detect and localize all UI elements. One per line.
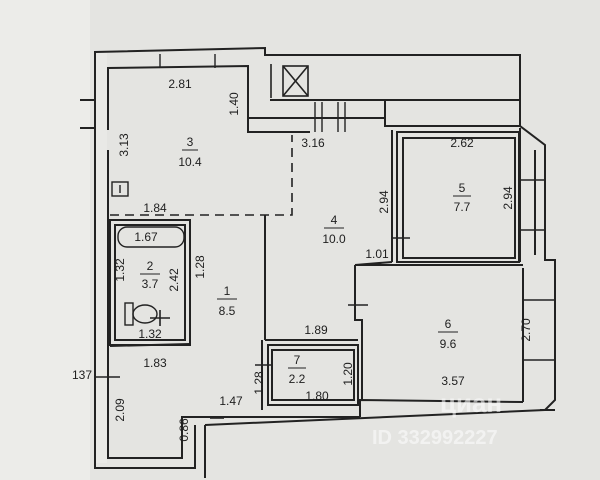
dim-bath-height: 2.42 (167, 268, 181, 292)
room-3-area: 10.4 (178, 155, 202, 169)
dim-side-mark: 137 (72, 368, 92, 382)
dim-closet-height: 1.20 (341, 362, 355, 386)
room-7-number: 7 (294, 353, 301, 367)
room-5-area: 7.7 (454, 200, 471, 214)
room-6-area: 9.6 (440, 337, 457, 351)
dim-room3-bottom: 1.84 (143, 201, 167, 215)
dim-room6-height: 2.70 (519, 318, 533, 342)
dim-bath-left: 1.32 (113, 258, 127, 282)
dim-closet-left: 1.28 (252, 371, 266, 395)
room-6-number: 6 (445, 317, 452, 331)
dim-room4-bottom: 1.89 (304, 323, 328, 337)
room-7-label: 7 2.2 (288, 353, 306, 386)
dim-room5-height: 2.94 (501, 186, 515, 210)
watermark-brand: циан (440, 388, 502, 418)
dim-hall-width: 1.83 (143, 356, 167, 370)
dimension-labels: 2.81 1.40 3.13 1.84 3.16 2.94 2.62 2.94 … (72, 77, 533, 442)
room-1-area: 8.5 (219, 304, 236, 318)
watermark-id: ID 332992227 (372, 427, 498, 449)
door-ticks (150, 237, 410, 419)
wall-fills (96, 53, 107, 463)
paper-left-band (0, 0, 90, 480)
dashed-partitions (110, 135, 293, 340)
dim-room4-top: 3.16 (301, 136, 325, 150)
room-4-area: 10.0 (322, 232, 346, 246)
room-7-area: 2.2 (289, 372, 306, 386)
watermark: циан ID 332992227 (372, 388, 502, 449)
room-3-label: 3 10.4 (178, 135, 202, 169)
dim-room4-corner: 1.01 (365, 247, 389, 261)
ventilation-shaft-icon (270, 64, 309, 98)
dim-bath-bottom: 1.32 (138, 327, 162, 341)
dim-bathtub-length: 1.67 (134, 230, 158, 244)
toilet-icon (124, 302, 158, 326)
room-6-label: 6 9.6 (438, 317, 458, 351)
room-2-area: 3.7 (142, 277, 159, 291)
dim-entry-width: 1.47 (219, 394, 243, 408)
room-1-label: 1 8.5 (217, 284, 237, 318)
dim-hall-lower: 2.09 (113, 398, 127, 422)
dim-room3-width: 2.81 (168, 77, 192, 91)
dim-room3-wall: 1.40 (227, 92, 241, 116)
walls (80, 46, 556, 478)
room-5-number: 5 (459, 181, 466, 195)
dim-entry-door: 0.86 (177, 418, 191, 442)
room-2-number: 2 (147, 259, 154, 273)
bathtub-icon (117, 226, 185, 248)
dim-hall-door: 1.28 (193, 255, 207, 279)
room-1-number: 1 (224, 284, 231, 298)
room-4-label: 4 10.0 (322, 213, 346, 246)
dim-room5-width: 2.62 (450, 136, 474, 150)
window-marks (159, 54, 555, 361)
room-5-label: 5 7.7 (453, 181, 471, 214)
dim-room4-height: 2.94 (377, 190, 391, 214)
dim-room6-width: 3.57 (441, 374, 465, 388)
room-2-label: 2 3.7 (140, 259, 160, 291)
sink-icon (111, 181, 129, 197)
dim-closet-width: 1.80 (305, 389, 329, 403)
room-3-number: 3 (187, 135, 194, 149)
room-4-number: 4 (331, 213, 338, 227)
dim-room3-height: 3.13 (117, 133, 131, 157)
